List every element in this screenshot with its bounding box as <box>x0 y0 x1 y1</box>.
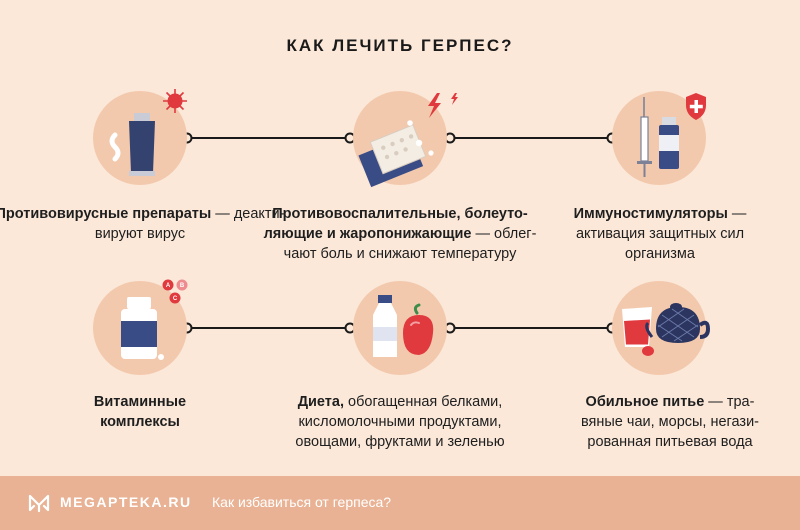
drinking-illustration <box>612 281 711 375</box>
caption-drinking-bold: Обильное питье <box>585 394 705 410</box>
caption-immunostimulators: Иммуностимуляторы — активация защитных с… <box>565 204 755 264</box>
caption-antiviral: Противовирусные препараты — деакти-вирую… <box>0 204 290 244</box>
footer-brand[interactable]: MEGAPTEKA.RU <box>60 494 192 510</box>
teapot-juice-icon <box>622 303 711 356</box>
antiviral-illustration <box>93 89 187 185</box>
caption-anti-inflammatory: Противовоспалительные, болеуто-ляющие и … <box>250 204 550 264</box>
svg-text:C: C <box>173 296 178 302</box>
caption-diet-text: обогащенная белками, кисломолочными прод… <box>295 394 505 450</box>
caption-immunostimulators-text: — активация защитных сил организма <box>575 206 747 262</box>
page-title: КАК ЛЕЧИТЬ ГЕРПЕС? <box>286 36 514 55</box>
megapteka-logo-icon[interactable] <box>28 493 50 513</box>
diet-illustration <box>353 281 447 375</box>
pills-pack-lightning-icon <box>358 93 458 188</box>
caption-drinking-text: — тра-вяные чаи, морсы, негази-рованная … <box>580 394 760 450</box>
ointment-tube-virus-icon <box>109 89 187 176</box>
milk-bottle-pepper-icon <box>373 295 434 357</box>
footer-bar: MEGAPTEKA.RU Как избавиться от герпеса? <box>0 476 800 530</box>
vitamins-illustration: A B C <box>93 279 188 375</box>
caption-drinking: Обильное питье — тра-вяные чаи, морсы, н… <box>570 392 770 452</box>
footer-article-link[interactable]: Как избавиться от герпеса? <box>212 494 392 510</box>
caption-diet: Диета, обогащенная белками, кисломолочны… <box>275 392 525 452</box>
immunostimulator-illustration <box>612 91 706 185</box>
svg-text:A: A <box>166 283 171 289</box>
svg-text:B: B <box>180 283 185 289</box>
vitamin-jar-icon: A B C <box>121 279 188 360</box>
caption-diet-bold: Диета, <box>297 394 344 410</box>
caption-vitamins: Витаминные комплексы <box>60 392 220 432</box>
caption-antiviral-bold: Противовирусные препараты <box>0 206 212 222</box>
caption-anti-inflammatory-bold: Противовоспалительные, болеуто-ляющие и … <box>263 206 528 242</box>
caption-antiviral-text: — деакти-вируют вирус <box>94 206 285 242</box>
caption-anti-inflammatory-text: — облег-чают боль и снижают температуру <box>283 226 537 262</box>
caption-immunostimulators-bold: Иммуностимуляторы <box>573 206 728 222</box>
anti-inflammatory-illustration <box>353 91 458 188</box>
caption-vitamins-bold: Витаминные комплексы <box>93 394 187 430</box>
syringe-vial-shield-icon <box>637 93 706 177</box>
